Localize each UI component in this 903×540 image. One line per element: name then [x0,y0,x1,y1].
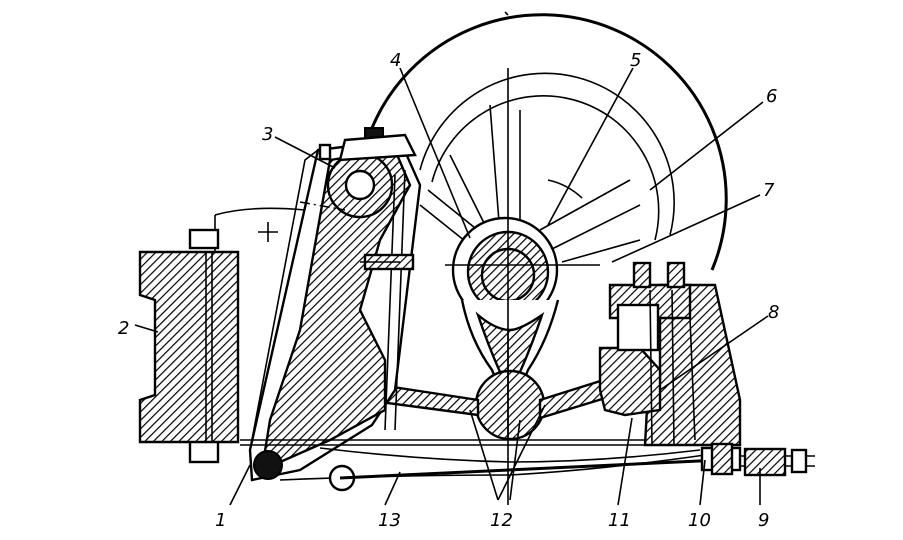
label-9: 9 [758,510,769,531]
label-8: 8 [768,302,779,323]
leader-lines [134,67,769,506]
label-3: 3 [262,124,273,145]
label-5: 5 [630,50,641,71]
speck [504,11,509,16]
label-10: 10 [688,510,711,531]
part-labels: 1 2 3 4 5 6 7 8 9 10 11 12 13 [118,50,779,531]
tension-rod [339,442,815,480]
swing-jaw [248,138,422,482]
pitman [460,299,560,441]
label-2: 2 [118,318,129,339]
flywheel [370,13,728,271]
label-13: 13 [378,510,401,531]
rear-frame [598,261,742,447]
label-6: 6 [766,86,777,107]
label-7: 7 [763,180,775,201]
label-4: 4 [390,50,401,71]
label-12: 12 [490,510,513,531]
label-11: 11 [608,510,631,531]
adjustment-bolts-top [318,127,417,271]
label-1: 1 [215,510,226,531]
fixed-jaw-plate [138,228,240,464]
